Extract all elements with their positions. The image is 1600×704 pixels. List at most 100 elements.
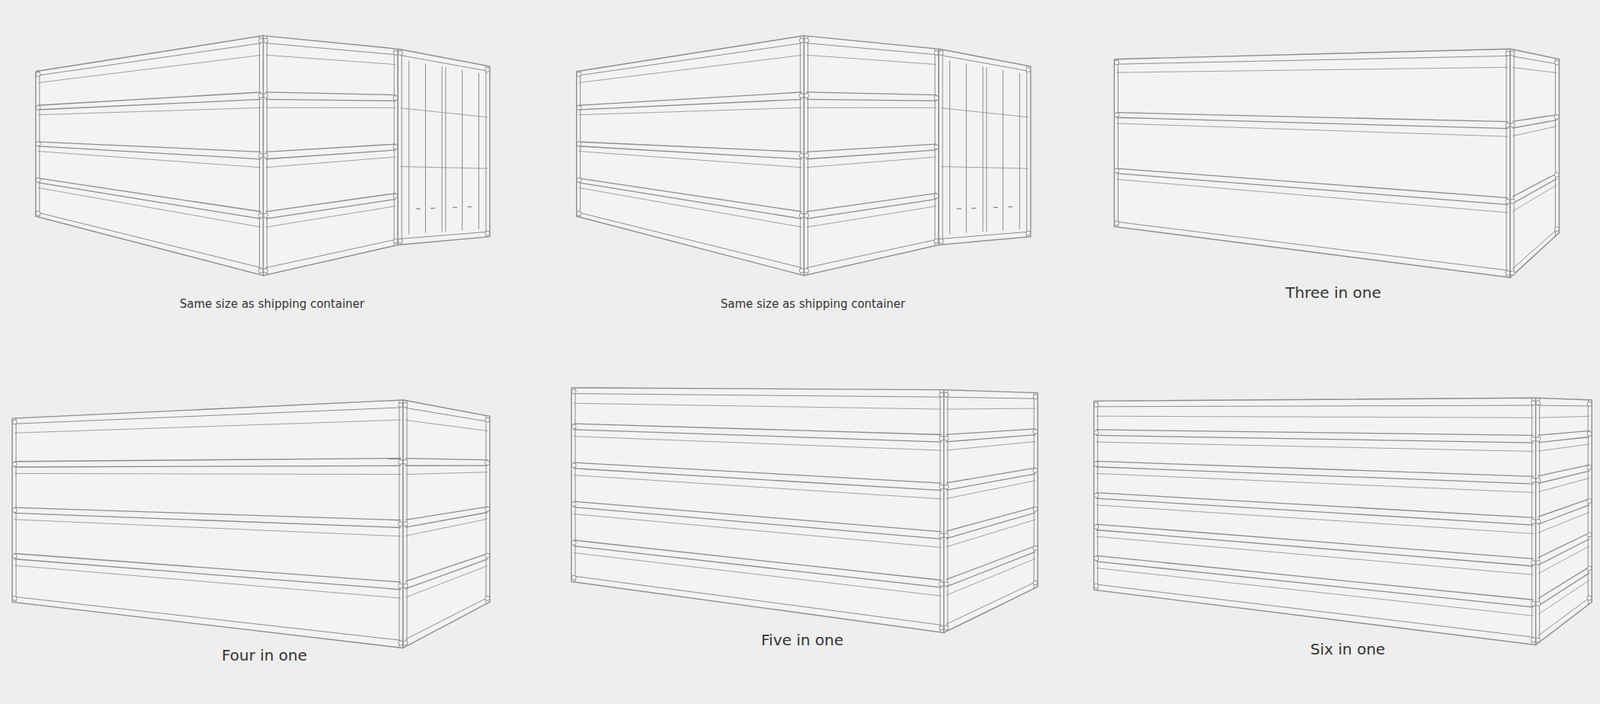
outline-line: [1512, 120, 1557, 129]
outline-line: [430, 208, 436, 209]
outline-line: [1096, 524, 1534, 559]
corner-casting: [1531, 601, 1536, 606]
corner-casting: [398, 640, 404, 646]
outline-line: [38, 99, 262, 110]
container-face: [263, 35, 399, 276]
corner-casting: [571, 540, 576, 546]
caption-label: Same size as shipping container: [720, 297, 906, 311]
container-stack: [35, 35, 490, 276]
corner-casting: [571, 575, 576, 580]
container-face: [803, 35, 939, 276]
outline-line: [940, 231, 1029, 239]
outline-line: [579, 178, 803, 212]
outline-line: [38, 141, 262, 152]
corner-casting: [1587, 595, 1592, 601]
outline-line: [579, 146, 803, 160]
outline-line: [1096, 498, 1534, 525]
corner-casting: [393, 96, 398, 101]
corner-casting: [1531, 477, 1536, 483]
corner-casting: [1536, 637, 1541, 643]
outline-line: [1512, 126, 1557, 137]
outline-line: [1096, 555, 1534, 600]
outline-line: [1538, 444, 1591, 452]
outline-line: [942, 49, 944, 245]
corner-casting: [576, 177, 582, 183]
outline-line: [1096, 492, 1534, 519]
outline-line: [573, 553, 942, 597]
outline-line: [946, 473, 1036, 491]
outline-line: [579, 151, 803, 168]
outline-line: [940, 55, 1029, 72]
corner-casting: [35, 141, 41, 147]
corner-casting: [803, 268, 809, 273]
corner-casting: [1587, 499, 1592, 504]
outline-line: [1096, 529, 1534, 567]
corner-casting: [944, 435, 949, 441]
outline-line: [1538, 597, 1591, 636]
outline-line: [1096, 460, 1534, 477]
corner-casting: [393, 144, 398, 150]
corner-casting: [934, 50, 939, 55]
caption-label: Five in one: [761, 630, 844, 650]
outline-line: [1538, 579, 1591, 615]
corner-casting: [571, 424, 576, 429]
outline-line: [1116, 221, 1509, 271]
outline-line: [38, 178, 262, 212]
corner-casting: [1536, 436, 1541, 442]
outline-line: [946, 480, 1036, 500]
outline-line: [38, 212, 262, 268]
corner-casting: [944, 392, 949, 397]
corner-casting: [1505, 198, 1511, 204]
outline-line: [265, 99, 397, 101]
corner-casting: [939, 625, 944, 631]
outline-line: [38, 92, 262, 106]
corner-casting: [934, 144, 939, 150]
outline-line: [265, 150, 397, 160]
corner-casting: [35, 211, 41, 216]
container-face: [1114, 48, 1511, 278]
outline-line: [1555, 58, 1556, 237]
corner-casting: [1554, 60, 1559, 65]
outline-line: [416, 208, 421, 209]
outline-line: [1512, 229, 1557, 269]
corner-casting: [1114, 60, 1120, 65]
container-face: [944, 390, 1038, 634]
outline-line: [573, 393, 942, 398]
outline-line: [573, 462, 942, 484]
corner-casting: [1094, 461, 1099, 467]
outline-line: [579, 107, 803, 115]
outline-line: [573, 507, 942, 540]
outline-line: [1538, 538, 1591, 565]
outline-line: [14, 553, 401, 583]
outline-line: [1019, 73, 1021, 230]
outline-line: [946, 519, 1036, 548]
outline-line: [573, 576, 942, 625]
outline-line: [400, 166, 488, 170]
outline-line: [971, 208, 976, 209]
outline-line: [452, 207, 458, 208]
corner-casting: [397, 50, 403, 55]
outline-line: [966, 63, 967, 233]
outline-line: [265, 43, 397, 55]
corner-casting: [398, 459, 404, 464]
corner-casting: [1114, 220, 1120, 226]
outline-line: [573, 403, 942, 410]
outline-line: [400, 231, 488, 239]
outline-line: [573, 436, 942, 452]
corner-casting: [571, 389, 576, 394]
corner-casting: [263, 268, 269, 273]
corner-casting: [263, 213, 269, 218]
corner-casting: [799, 268, 804, 273]
corner-casting: [403, 403, 408, 408]
outline-line: [38, 54, 262, 83]
corner-casting: [934, 96, 939, 101]
outline-line: [14, 407, 401, 424]
container-face: [12, 400, 404, 648]
outline-line: [405, 518, 488, 536]
corner-casting: [1505, 51, 1511, 56]
outline-line: [265, 239, 397, 268]
container-stack: [1114, 48, 1560, 278]
container-face: [1536, 397, 1593, 645]
